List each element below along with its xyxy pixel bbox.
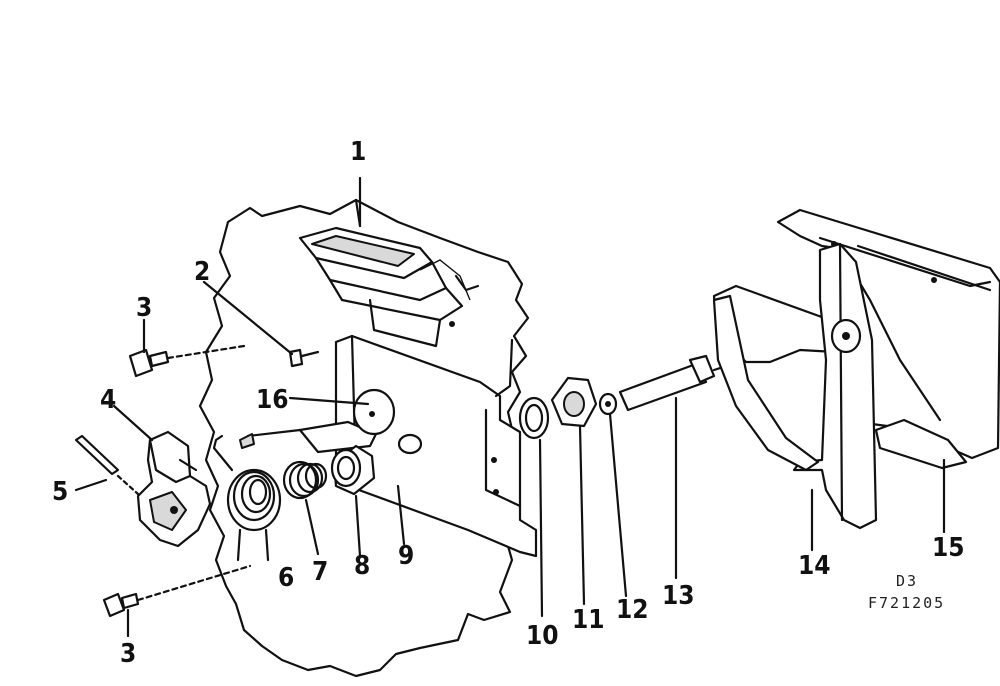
- callout-11: 11: [572, 605, 605, 635]
- handle-housing: [298, 198, 480, 348]
- door-panel-outline: [198, 198, 530, 678]
- screw-2: [288, 348, 320, 368]
- callout-10: 10: [526, 621, 559, 651]
- drawing-code-line2: F721205: [868, 594, 945, 612]
- callout-4: 4: [100, 385, 116, 415]
- shaft: [618, 328, 842, 412]
- callout-6: 6: [278, 563, 294, 593]
- lock-rod-bracket: [239, 388, 396, 454]
- callout-15: 15: [932, 533, 965, 563]
- callout-3-lower: 3: [120, 639, 136, 669]
- small-spring: [282, 460, 328, 500]
- drawing-code-line1: D3: [896, 572, 918, 590]
- latch-body: [136, 430, 212, 548]
- callout-5: 5: [52, 477, 68, 507]
- callout-numbers: 1 2 3 4 5 16 6 7 8 9 10 11 12 13 14 15 3: [52, 137, 965, 669]
- coil-spring: [212, 434, 282, 562]
- callout-7: 7: [312, 557, 328, 587]
- callout-13: 13: [662, 581, 695, 611]
- leader-lines: [74, 176, 946, 638]
- washer: [598, 392, 618, 416]
- callout-1: 1: [350, 137, 366, 167]
- callout-14: 14: [798, 551, 831, 581]
- seal-ring: [518, 396, 550, 440]
- collar-nut: [330, 444, 376, 496]
- callout-9: 9: [398, 541, 414, 571]
- callout-8: 8: [354, 551, 370, 581]
- mounting-plate: [334, 334, 538, 558]
- handle-lever: [712, 242, 968, 530]
- callout-12: 12: [616, 595, 649, 625]
- cam: [550, 376, 598, 428]
- drawing-code: D3 F721205: [868, 572, 945, 612]
- callout-2: 2: [194, 257, 210, 287]
- callout-3-upper: 3: [136, 293, 152, 323]
- screw-lower: [102, 564, 252, 618]
- pin: [74, 434, 140, 496]
- callout-16: 16: [256, 385, 289, 415]
- screw-upper: [128, 344, 246, 378]
